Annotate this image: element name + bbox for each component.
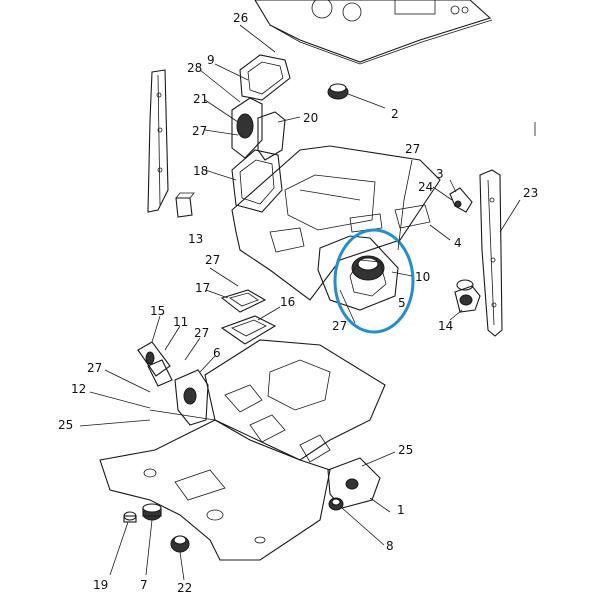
callout-1: 1 [397,503,405,517]
callout-27-mid: 27 [332,319,347,333]
callout-27-right: 27 [405,142,420,156]
part-19-cap [123,511,137,523]
callout-9: 9 [207,53,215,67]
callout-2: 2 [391,107,399,121]
callout-27-far-left: 27 [87,361,102,375]
callout-20: 20 [303,111,318,125]
callout-7: 7 [140,578,148,592]
leader-lines [79,24,536,581]
callout-16: 16 [280,295,295,309]
part-5-boot [317,235,399,311]
part-16-plate [220,315,277,345]
lower-floor-assembly [99,339,386,561]
part-8-grommet [328,497,344,511]
callout-4: 4 [454,236,462,250]
callout-17: 17 [195,281,210,295]
callout-10: 10 [415,270,430,284]
callout-18: 18 [193,164,208,178]
callout-13: 13 [188,232,203,246]
callout-6: 6 [213,346,221,360]
part-22-grommet [170,535,190,553]
callout-11: 11 [173,315,188,329]
callout-23: 23 [523,186,538,200]
part-6-bracket [174,369,209,426]
left-vertical-bracket [147,69,169,213]
center-tunnel-panel [231,145,441,301]
callout-19: 19 [93,578,108,592]
callout-28: 28 [187,61,202,75]
callout-3: 3 [436,167,444,181]
callout-25-right: 25 [398,443,413,457]
callout-14: 14 [438,319,453,333]
callout-8: 8 [386,539,394,553]
callout-26: 26 [233,11,248,25]
part-15-11-boots [137,341,173,387]
part-14-mount [454,279,481,313]
part-3-24-fasteners [449,179,473,213]
shift-boot-assembly [231,54,291,213]
callout-5: 5 [398,296,406,310]
callout-27-upper: 27 [192,124,207,138]
callout-24: 24 [418,180,433,194]
callout-27-lower: 27 [194,326,209,340]
callout-27-left: 27 [205,253,220,267]
right-vertical-bracket [479,169,503,337]
part-7-mount [142,503,162,521]
callout-22: 22 [177,581,192,595]
highlight-circle-part-5 [333,228,415,334]
part-2-grommet [327,83,386,109]
callout-15: 15 [150,304,165,318]
callout-12: 12 [71,382,86,396]
callout-labels: 26 9 28 21 27 20 18 13 2 27 3 24 23 4 10… [58,11,538,595]
callout-25-left: 25 [58,418,73,432]
part-17-gasket [220,289,267,313]
top-cover-panel [254,0,493,65]
part-13-clip [175,192,195,218]
callout-21: 21 [193,92,208,106]
